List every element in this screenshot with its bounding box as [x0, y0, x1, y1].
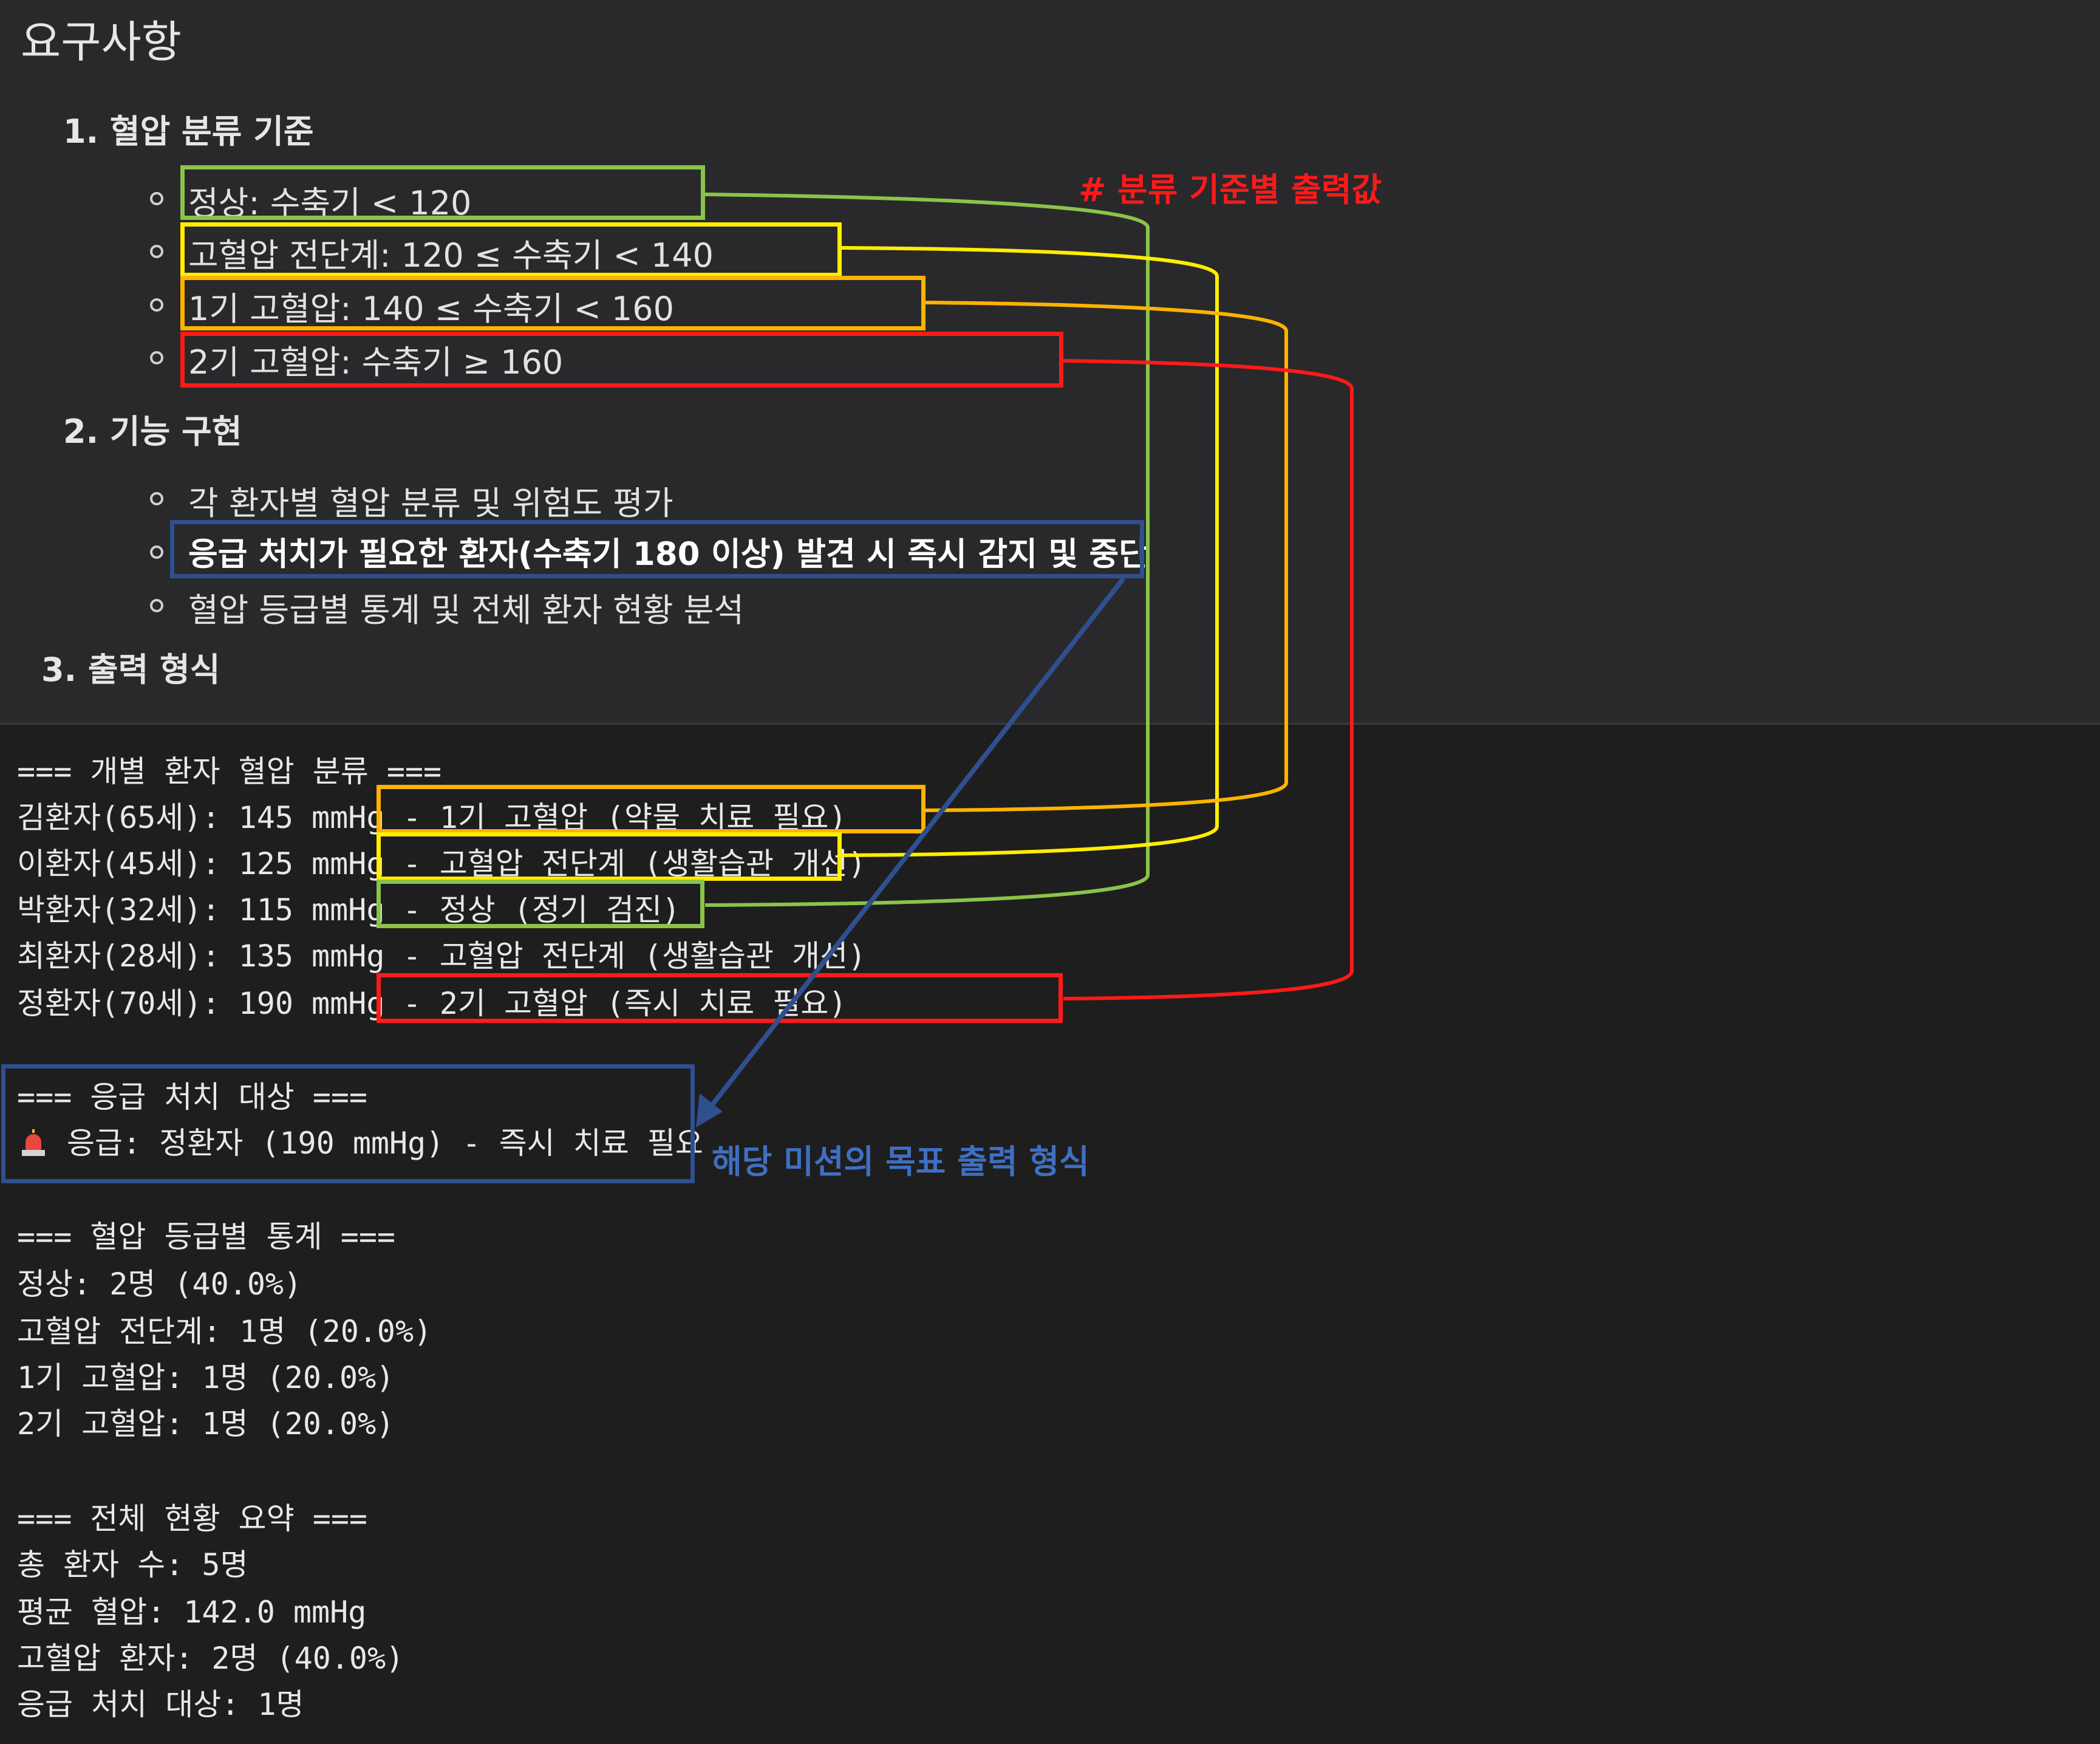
summary-line: 평균 혈압: 142.0 mmHg [17, 1595, 367, 1630]
bullet-icon [150, 298, 163, 312]
criteria-output-note: # 분류 기준별 출력값 [1079, 171, 1382, 209]
requirements-panel [0, 0, 2100, 723]
bullet-icon [150, 245, 163, 258]
patient-row: 정환자(70세): 190 mmHg - 2기 고혈압 (즉시 치료 필요) [17, 979, 847, 1023]
patient-row: 박환자(32세): 115 mmHg - 정상 (정기 검진) [17, 886, 680, 929]
bullet-icon [150, 351, 163, 364]
patient-result: 2기 고혈압 (즉시 치료 필요) [439, 986, 847, 1021]
stat-line: 고혈압 전단계: 1명 (20.0%) [17, 1314, 432, 1349]
patient-result: 고혈압 전단계 (생활습관 개선) [439, 846, 867, 881]
criteria-prehypertension: 고혈압 전단계: 120 ≤ 수축기 < 140 [188, 236, 714, 275]
bullet-icon [150, 599, 163, 612]
stat-line: 2기 고혈압: 1명 (20.0%) [17, 1406, 395, 1441]
patient-row: 이환자(45세): 125 mmHg - 고혈압 전단계 (생활습관 개선) [17, 840, 866, 883]
stat-line: 정상: 2명 (40.0%) [17, 1267, 302, 1302]
highlight-prehypertension-output [377, 832, 842, 881]
patient-result: 정상 (정기 검진) [439, 892, 681, 928]
highlight-stage1-output [377, 785, 926, 833]
patient-info: 김환자(65세): 145 mmHg - [17, 800, 440, 835]
patient-info: 박환자(32세): 115 mmHg - [17, 892, 440, 928]
section-heading-features: 2. 기능 구현 [63, 412, 242, 451]
page-title: 요구사항 [21, 16, 182, 67]
summary-line: 고혈압 환자: 2명 (40.0%) [17, 1641, 404, 1676]
highlight-emergency-output [1, 1064, 695, 1183]
summary-header: === 전체 현황 요약 === [17, 1501, 368, 1536]
connector-normal [704, 193, 1150, 907]
arrowhead-icon [696, 1093, 723, 1127]
highlight-stage2-criteria [180, 332, 1063, 388]
bullet-icon [150, 492, 163, 505]
patient-result: 고혈압 전단계 (생활습관 개선) [439, 939, 867, 974]
feature-classification: 각 환자별 혈압 분류 및 위험도 평가 [188, 484, 673, 522]
section-heading-output: 3. 출력 형식 [41, 651, 220, 689]
criteria-stage2: 2기 고혈압: 수축기 ≥ 160 [188, 343, 564, 381]
highlight-normal-output [377, 880, 704, 928]
feature-emergency-detection: 응급 처치가 필요한 환자(수축기 180 이상) 발견 시 즉시 감지 및 중… [188, 536, 1149, 573]
emergency-line: 응급: 정환자 (190 mmHg) - 즉시 치료 필요 [21, 1119, 703, 1163]
section-heading-criteria: 1. 혈압 분류 기준 [63, 112, 314, 151]
bullet-icon [150, 545, 163, 559]
emergency-header: === 응급 처치 대상 === [17, 1079, 368, 1115]
target-output-note: 해당 미션의 목표 출력 형식 [712, 1143, 1089, 1181]
console-output-panel [0, 723, 2100, 1744]
highlight-normal-criteria [180, 165, 705, 220]
highlight-stage2-output [377, 973, 1063, 1023]
criteria-stage1: 1기 고혈압: 140 ≤ 수축기 < 160 [188, 290, 674, 328]
summary-line: 응급 처치 대상: 1명 [17, 1687, 304, 1722]
siren-icon [21, 1129, 46, 1157]
connector-stage2 [1063, 359, 1354, 1000]
bullet-icon [150, 192, 163, 205]
summary-line: 총 환자 수: 5명 [17, 1547, 248, 1582]
feature-statistics: 혈압 등급별 통계 및 전체 환자 현황 분석 [188, 591, 745, 629]
individual-header: === 개별 환자 혈압 분류 === [17, 754, 442, 789]
stats-header: === 혈압 등급별 통계 === [17, 1219, 396, 1254]
patient-info: 정환자(70세): 190 mmHg - [17, 986, 440, 1021]
stat-line: 1기 고혈압: 1명 (20.0%) [17, 1360, 395, 1395]
patient-info: 최환자(28세): 135 mmHg - [17, 939, 440, 974]
emergency-text: 응급: 정환자 (190 mmHg) - 즉시 치료 필요 [67, 1126, 703, 1161]
patient-row: 김환자(65세): 145 mmHg - 1기 고혈압 (약물 치료 필요) [17, 793, 847, 837]
highlight-emergency-feature [170, 520, 1144, 578]
connector-emergency [704, 576, 1126, 1113]
patient-info: 이환자(45세): 125 mmHg - [17, 846, 440, 881]
patient-row: 최환자(28세): 135 mmHg - 고혈압 전단계 (생활습관 개선) [17, 932, 866, 976]
highlight-stage1-criteria [180, 276, 926, 330]
connector-stage1 [925, 301, 1288, 812]
connector-prehypertension [841, 246, 1219, 857]
highlight-prehypertension-criteria [180, 222, 842, 277]
